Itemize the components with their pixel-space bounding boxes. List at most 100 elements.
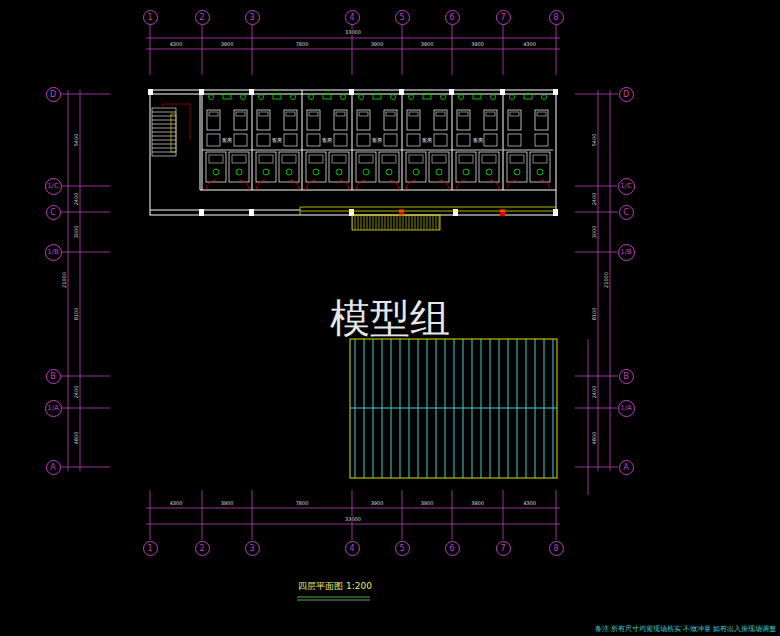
dimension: 5400 bbox=[74, 134, 79, 147]
building-walls bbox=[200, 90, 201, 190]
building-walls bbox=[150, 90, 556, 215]
building-walls bbox=[302, 90, 352, 190]
axis-bubble: 7 bbox=[496, 541, 511, 556]
axis-label: 4 bbox=[349, 13, 354, 22]
axis-label: 4 bbox=[349, 544, 354, 553]
columns bbox=[148, 89, 558, 216]
axis-lines bbox=[556, 490, 557, 540]
title-underline bbox=[297, 597, 370, 600]
axis-bubble: 1/A bbox=[618, 400, 635, 417]
axis-lines bbox=[80, 90, 81, 471]
axis-lines bbox=[588, 339, 589, 495]
room-name: 客房 bbox=[222, 138, 232, 143]
stair bbox=[152, 136, 176, 137]
axis-label: 1 bbox=[147, 544, 152, 553]
axis-lines bbox=[252, 25, 253, 75]
room-name: 客房 bbox=[272, 138, 282, 143]
axis-bubble: 5 bbox=[395, 10, 410, 25]
axis-lines bbox=[452, 25, 453, 75]
axis-lines bbox=[598, 90, 599, 471]
columns bbox=[453, 209, 458, 216]
axis-label: B bbox=[50, 372, 56, 381]
dimension: 3900 bbox=[471, 42, 484, 47]
room-name: 客房 bbox=[322, 138, 332, 143]
axis-label: 5 bbox=[399, 544, 404, 553]
axis-lines bbox=[202, 490, 203, 540]
axis-lines bbox=[62, 252, 110, 253]
axis-bubble: 1/B bbox=[45, 244, 62, 261]
dimension: 3000 bbox=[74, 226, 79, 239]
axis-bubble: 5 bbox=[395, 541, 410, 556]
dimension: 3900 bbox=[421, 42, 434, 47]
axis-label: 1 bbox=[147, 13, 152, 22]
axis-lines bbox=[452, 490, 453, 540]
room-name: 客房 bbox=[473, 138, 483, 143]
axis-label: 6 bbox=[449, 544, 454, 553]
dimension: 21000 bbox=[62, 272, 67, 288]
axis-lines bbox=[150, 25, 151, 75]
axis-bubble: 2 bbox=[195, 10, 210, 25]
axis-lines bbox=[146, 49, 560, 50]
axis-label: 7 bbox=[500, 13, 505, 22]
title-underline bbox=[297, 600, 370, 601]
axis-bubble: 1/C bbox=[45, 178, 62, 195]
axis-lines bbox=[503, 490, 504, 540]
stair bbox=[152, 128, 176, 129]
dimension: 8100 bbox=[592, 308, 597, 321]
axis-lines bbox=[575, 94, 618, 95]
axis-lines bbox=[150, 490, 151, 540]
windows bbox=[352, 215, 440, 230]
axis-bubble: 4 bbox=[345, 10, 360, 25]
stair bbox=[152, 104, 190, 156]
building-walls bbox=[150, 210, 300, 211]
axis-label: A bbox=[50, 463, 55, 472]
axis-label: 8 bbox=[553, 544, 558, 553]
axis-bubble: 1 bbox=[143, 541, 158, 556]
columns bbox=[449, 89, 454, 95]
axis-label: 3 bbox=[249, 544, 254, 553]
axis-label: 1/C bbox=[620, 182, 632, 190]
axis-label: D bbox=[623, 90, 629, 99]
stair bbox=[152, 108, 176, 156]
dimension: 2400 bbox=[592, 386, 597, 399]
axis-bubble: B bbox=[46, 369, 61, 384]
stair bbox=[152, 112, 176, 113]
columns bbox=[399, 89, 404, 95]
axis-lines bbox=[146, 508, 560, 509]
room-name: 客房 bbox=[372, 138, 382, 143]
building-walls bbox=[402, 90, 452, 190]
columns bbox=[199, 209, 204, 216]
axis-lines bbox=[62, 186, 110, 187]
axis-label: 1/B bbox=[47, 248, 59, 256]
dimension: 3900 bbox=[221, 501, 234, 506]
columns bbox=[199, 89, 204, 95]
stair bbox=[152, 124, 176, 125]
stair bbox=[163, 104, 190, 140]
axis-bubble: 2 bbox=[195, 541, 210, 556]
building-walls bbox=[202, 90, 252, 190]
building-walls bbox=[150, 90, 556, 215]
dimension: 7800 bbox=[296, 42, 309, 47]
dimension: 4300 bbox=[523, 501, 536, 506]
stair bbox=[171, 114, 176, 152]
axis-lines bbox=[575, 252, 617, 253]
dimension: 4800 bbox=[592, 431, 597, 444]
axis-lines bbox=[575, 467, 618, 468]
columns bbox=[553, 209, 558, 216]
axis-lines bbox=[146, 524, 560, 525]
axis-bubble: C bbox=[619, 205, 634, 220]
axis-lines bbox=[610, 90, 611, 471]
stair bbox=[152, 140, 176, 141]
axis-bubble: D bbox=[46, 87, 61, 102]
dimension: 5400 bbox=[592, 134, 597, 147]
roof-area bbox=[350, 339, 557, 478]
axis-label: A bbox=[623, 463, 628, 472]
axis-lines bbox=[575, 212, 618, 213]
dimension: 2400 bbox=[74, 386, 79, 399]
axis-bubble: D bbox=[619, 87, 634, 102]
axis-lines bbox=[252, 490, 253, 540]
stair bbox=[152, 120, 176, 121]
axis-bubble: 8 bbox=[549, 541, 564, 556]
axis-bubble: 1 bbox=[143, 10, 158, 25]
dimension: 4300 bbox=[170, 42, 183, 47]
